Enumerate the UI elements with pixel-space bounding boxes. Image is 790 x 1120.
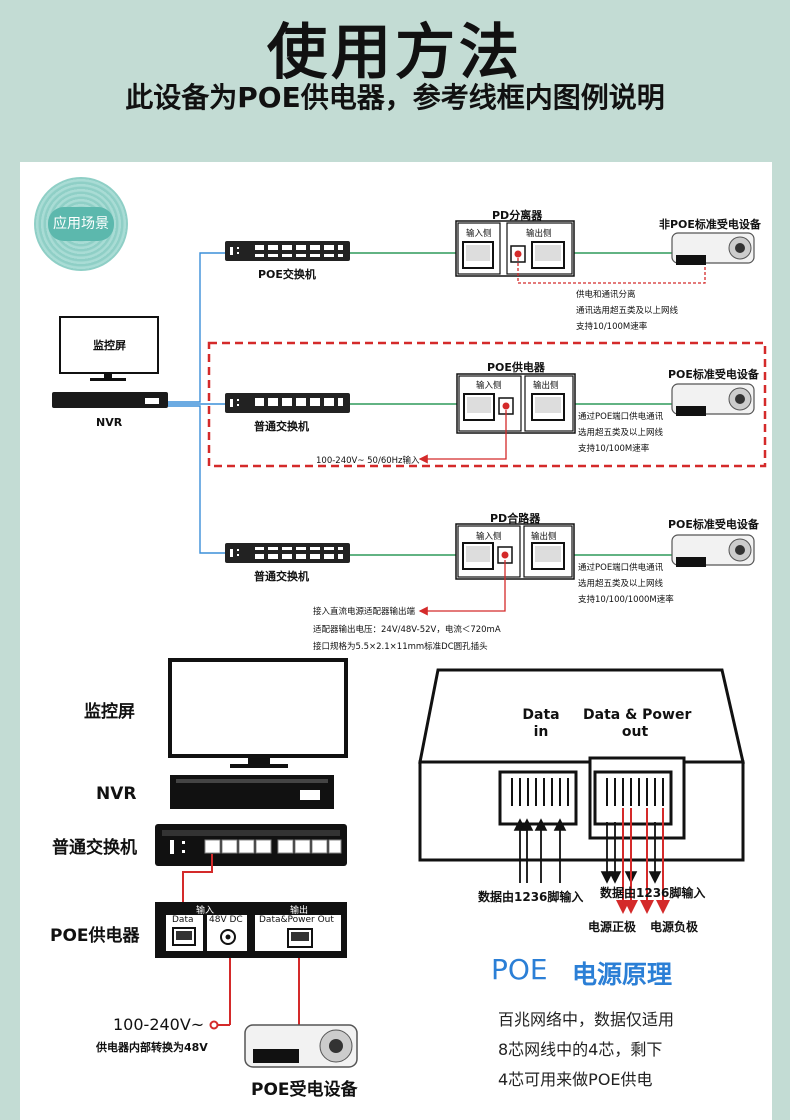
principle-desc-2: 8芯网线中的4芯，剩下 (498, 1040, 663, 1059)
camera-icon-1 (671, 232, 755, 265)
port-out-label-3: 输出侧 (531, 532, 557, 542)
note-2-3: 支持10/100M速率 (578, 444, 650, 454)
scene-badge-label: 应用场景 (48, 207, 114, 241)
monitor-label-top: 监控屏 (93, 339, 126, 352)
power-negative-label: 电源负极 (650, 920, 699, 934)
injector-in-label: 输入 (196, 906, 215, 916)
switch-label-1: POE交换机 (258, 268, 316, 281)
power-sub-bottom: 供电器内部转换为48V (96, 1041, 208, 1054)
pd-combiner-box (455, 523, 575, 580)
camera-label-bottom: POE受电设备 (251, 1080, 358, 1100)
injector-out-label: 输出 (290, 906, 309, 916)
device-title-1: PD分离器 (492, 209, 543, 222)
note-2-1: 通过POE端口供电通讯 (578, 412, 664, 422)
injector-data-label: Data (172, 915, 194, 925)
injector-dc-label: 48V DC (209, 915, 243, 925)
port-in-label-2: 输入侧 (476, 381, 502, 391)
switch-icon-3 (225, 543, 350, 563)
switch-icon-2 (225, 393, 350, 413)
principle-title-cn: 电源原理 (572, 960, 673, 989)
switch-icon-1 (225, 241, 350, 261)
data-in-label-1: Data (522, 707, 560, 723)
camera-icon-bottom (244, 1024, 358, 1068)
principle-desc-1: 百兆网络中，数据仅适用 (498, 1010, 675, 1029)
monitor-icon-bottom (168, 658, 348, 768)
pins-left-label: 数据由1236脚输入 (478, 890, 584, 904)
adapter-note-3: 接口规格为5.5×2.1×11mm标准DC圆孔插头 (313, 642, 488, 652)
nvr-icon-top (52, 392, 168, 408)
adapter-note-1: 接入直流电源适配器输出端 (313, 607, 416, 617)
switch-label-bottom: 普通交换机 (52, 838, 137, 858)
camera-icon-3 (671, 534, 755, 567)
page-title: 使用方法 (267, 18, 523, 88)
nvr-icon-bottom (170, 775, 334, 809)
note-1-1: 供电和通讯分离 (576, 290, 636, 300)
power-input-label: 100-240V~ 50/60Hz输入 (316, 456, 420, 466)
device-title-3: PD合路器 (490, 512, 541, 525)
port-out-label-1: 输出侧 (526, 229, 552, 239)
device-title-2: POE供电器 (487, 361, 545, 374)
scene-badge: 应用场景 (34, 177, 128, 271)
camera-label-1: 非POE标准受电设备 (659, 218, 761, 231)
camera-label-3: POE标准受电设备 (668, 518, 759, 531)
port-in-label-1: 输入侧 (466, 229, 492, 239)
port-out-label-2: 输出侧 (533, 381, 559, 391)
monitor-icon-top (59, 316, 159, 381)
poe-principle-box (418, 668, 745, 862)
adapter-note-2: 适配器输出电压：24V/48V-52V，电流＜720mA (313, 625, 501, 635)
switch-icon-bottom (155, 824, 347, 866)
power-text-bottom: 100-240V~ (113, 1015, 205, 1034)
note-1-3: 支持10/100M速率 (576, 322, 648, 332)
principle-title-en: POE (491, 953, 548, 986)
pins-right-label: 数据由1236脚输入 (600, 886, 706, 900)
highlight-box (207, 341, 767, 468)
principle-desc-3: 4芯可用来做POE供电 (498, 1070, 653, 1089)
note-3-2: 选用超五类及以上网线 (578, 579, 664, 589)
power-positive-label: 电源正极 (588, 920, 637, 934)
note-1-2: 通讯选用超五类及以上网线 (576, 306, 679, 316)
dp-out-label-2: out (621, 724, 649, 740)
nvr-label-bottom: NVR (96, 784, 137, 804)
note-3-3: 支持10/100/1000M速率 (578, 595, 674, 605)
poe-injector-box-bottom (155, 902, 347, 958)
note-2-2: 选用超五类及以上网线 (578, 428, 664, 438)
page-subtitle: 此设备为POE供电器，参考线框内图例说明 (125, 81, 665, 114)
switch-label-3: 普通交换机 (254, 570, 309, 583)
monitor-label-bottom: 监控屏 (84, 702, 135, 722)
camera-label-2: POE标准受电设备 (668, 368, 759, 381)
nvr-label-top: NVR (96, 416, 123, 429)
data-in-label-2: in (533, 724, 549, 740)
poe-injector-box-top (456, 373, 576, 434)
injector-dp-label: Data&Power Out (259, 915, 334, 925)
injector-label-bottom: POE供电器 (50, 926, 140, 946)
note-3-1: 通过POE端口供电通讯 (578, 563, 664, 573)
port-in-label-3: 输入侧 (476, 532, 502, 542)
camera-icon-2 (671, 383, 755, 416)
switch-label-2: 普通交换机 (254, 420, 309, 433)
dp-out-label-1: Data & Power (583, 707, 692, 723)
